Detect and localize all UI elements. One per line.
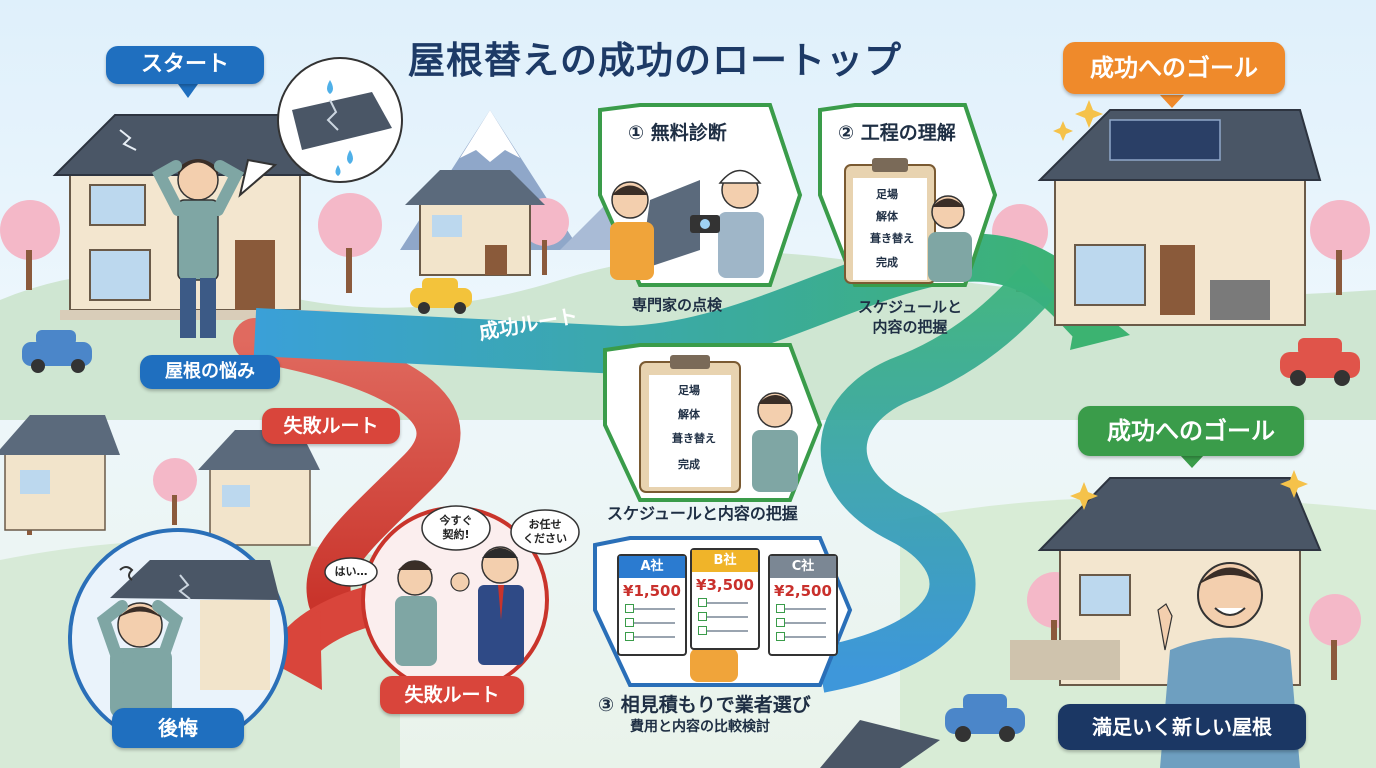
goal-house-bottom xyxy=(1010,470,1322,686)
checkbox-icon xyxy=(776,632,785,641)
quote-company: C社 xyxy=(770,556,836,578)
step2-caption-line2: 内容の把握 xyxy=(872,318,948,336)
quote-check-line xyxy=(625,618,675,627)
quote-check-line xyxy=(776,632,826,641)
failure-route-badge-bottom: 失敗ルート xyxy=(380,676,524,714)
quote-check-line xyxy=(625,604,675,613)
roof-leak-bubble xyxy=(238,57,403,198)
mid-check-complete: 完成 xyxy=(678,458,700,471)
town-houses xyxy=(0,415,320,546)
quote-price: ¥1,500 xyxy=(623,582,681,600)
step1-title: ① 無料診断 xyxy=(628,122,727,144)
quote-check-line xyxy=(698,612,748,621)
bubble-sign-now: 今すぐ 契約! xyxy=(439,514,473,541)
mid-check-demolition: 解体 xyxy=(678,408,700,421)
mid-check-reroof: 葺き替え xyxy=(672,432,716,445)
quote-check-line xyxy=(776,618,826,627)
mid-step-caption: スケジュールと内容の把握 xyxy=(607,504,798,523)
page-title: 屋根替えの成功のロートップ xyxy=(408,39,902,82)
quote-card: A社 ¥1,500 xyxy=(617,554,687,656)
blue-car-left xyxy=(22,330,92,373)
start-label: 屋根の悩み xyxy=(140,355,280,389)
yellow-car xyxy=(410,278,472,314)
bubble-yes: はい… xyxy=(334,565,368,578)
checkbox-icon xyxy=(698,598,707,607)
quote-card: C社 ¥2,500 xyxy=(768,554,838,656)
neighbor-house xyxy=(405,170,545,276)
red-car xyxy=(1280,338,1360,386)
step3-title: ③ 相見積もりで業者選び xyxy=(598,694,811,716)
quote-card: B社 ¥3,500 xyxy=(690,548,760,650)
step-middle-hexagon xyxy=(603,343,823,502)
mid-check-scaffold: 足場 xyxy=(678,384,700,397)
goal-bottom-badge: 成功へのゴール xyxy=(1078,406,1304,456)
quote-check-line xyxy=(698,598,748,607)
goal-bottom-label: 満足いく新しい屋根 xyxy=(1058,704,1306,750)
step2-check-reroof: 葺き替え xyxy=(870,232,914,245)
step2-title: ② 工程の理解 xyxy=(838,122,956,144)
failure-route-badge-top: 失敗ルート xyxy=(262,408,400,444)
checkbox-icon xyxy=(625,618,634,627)
quote-check-line xyxy=(698,626,748,635)
speech-bubbles xyxy=(324,505,580,587)
regret-scene xyxy=(68,528,288,748)
quote-check-line xyxy=(625,632,675,641)
foreground-roof xyxy=(820,720,940,768)
worried-man xyxy=(152,159,244,338)
quote-check-line xyxy=(776,604,826,613)
step2-check-complete: 完成 xyxy=(876,256,898,269)
step2-check-demolition: 解体 xyxy=(876,210,898,223)
checkbox-icon xyxy=(625,604,634,613)
goal-house-top xyxy=(1037,100,1322,326)
checkbox-icon xyxy=(698,612,707,621)
step2-caption-line1: スケジュールと xyxy=(858,298,962,316)
cherry-trees xyxy=(0,193,1370,680)
goal-top-badge: 成功へのゴール xyxy=(1063,42,1285,94)
blue-car-right xyxy=(945,694,1025,742)
quote-company: B社 xyxy=(692,550,758,572)
step2-check-scaffold: 足場 xyxy=(876,188,898,201)
checkbox-icon xyxy=(776,618,785,627)
step1-hexagon xyxy=(598,103,803,287)
salesman-scene xyxy=(361,506,549,694)
start-badge: スタート xyxy=(106,46,264,84)
quote-company: A社 xyxy=(619,556,685,578)
checkbox-icon xyxy=(776,604,785,613)
step3-caption: 費用と内容の比較検討 xyxy=(630,719,770,735)
step1-caption: 専門家の点検 xyxy=(632,296,723,314)
quote-price: ¥3,500 xyxy=(696,576,754,594)
bubble-leave-it-to-us: お任せ ください xyxy=(523,518,567,545)
checkbox-icon xyxy=(625,632,634,641)
regret-label: 後悔 xyxy=(112,708,244,748)
step2-hexagon xyxy=(818,103,998,287)
quote-price: ¥2,500 xyxy=(774,582,832,600)
checkbox-icon xyxy=(698,626,707,635)
